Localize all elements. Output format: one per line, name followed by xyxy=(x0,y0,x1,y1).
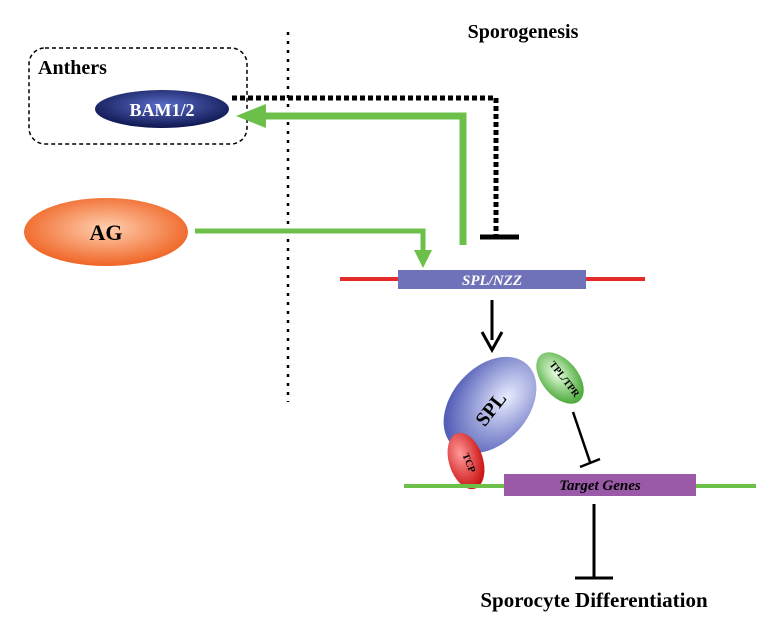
ag-label: AG xyxy=(90,220,123,245)
tcp-oval xyxy=(447,432,485,490)
spl-to-bam-arrowhead xyxy=(236,104,266,128)
tpl-repression-line xyxy=(571,411,592,463)
spl-nzz-label: SPL/NZZ xyxy=(462,273,522,289)
bam-label: BAM1/2 xyxy=(130,100,195,120)
spl-nzz-gene-box xyxy=(398,270,586,289)
sporocyte-differentiation-label: Sporocyte Differentiation xyxy=(480,588,708,612)
bam-repression-line xyxy=(232,95,499,236)
ag-to-spl-arrowhead xyxy=(414,250,432,268)
ag-to-spl-arrow-line xyxy=(195,228,426,252)
target-genes-box xyxy=(504,474,696,496)
spl-oval xyxy=(443,356,537,454)
target-genes-label: Target Genes xyxy=(559,478,641,494)
tpl-oval xyxy=(536,352,584,404)
expression-arrowhead xyxy=(480,331,504,354)
spl-to-bam-arrow-line xyxy=(262,112,467,245)
anthers-box xyxy=(28,47,248,145)
tpl-repression-bar xyxy=(579,457,601,469)
bam-oval xyxy=(95,90,229,128)
anthers-label: Anthers xyxy=(38,57,107,79)
ag-oval xyxy=(24,198,188,266)
title-sporogenesis: Sporogenesis xyxy=(468,21,579,43)
